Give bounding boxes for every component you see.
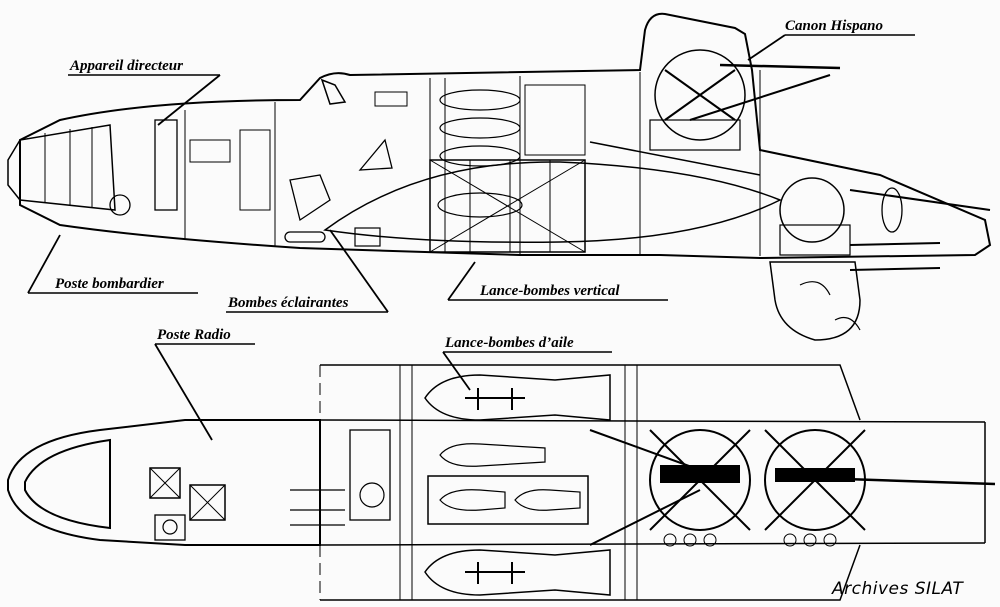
side-nose-glazing: [7, 124, 116, 211]
leader-bombes-eclairantes: [329, 229, 389, 313]
radio-box: [189, 484, 226, 521]
side-window: [374, 91, 408, 107]
side-wing-section: [323, 161, 782, 243]
leader-lance-bombes-vertical: [447, 261, 476, 301]
label-lance-bombes-aile: Lance-bombes d’aile: [444, 335, 574, 351]
leader-lance-bombes-aile: [442, 351, 471, 391]
leader-poste-bombardier: [27, 234, 61, 294]
label-poste-radio: Poste Radio: [157, 327, 231, 343]
ammo-5: [803, 533, 817, 547]
side-canopy: [320, 78, 347, 105]
side-view: [7, 12, 992, 341]
wing-bomb-top: [424, 374, 611, 421]
top-equipment-drum: [359, 482, 385, 508]
fuselage-bomb-1: [439, 443, 546, 467]
rack-brace-2: [429, 159, 586, 253]
tail-gun-1: [849, 189, 991, 211]
bombsight-housing: [154, 119, 178, 211]
side-bomb-1: [439, 89, 521, 111]
top-wing-upper: [320, 364, 861, 421]
label-poste-bombardier: Poste bombardier: [55, 276, 164, 292]
top-gun-barrel-1: [589, 429, 701, 471]
upper-turret-frame: [664, 69, 736, 121]
gondola-arrow-1: [799, 281, 831, 296]
side-panel-2: [189, 139, 231, 163]
side-crew-seat: [289, 174, 331, 222]
side-seat-back: [358, 138, 393, 171]
side-bomb-3: [439, 145, 521, 167]
upper-turret-ring: [654, 49, 746, 141]
fuselage-bomb-2: [439, 489, 506, 511]
ammo-4: [783, 533, 797, 547]
label-appareil-directeur: Appareil directeur: [69, 58, 183, 74]
radio-set: [149, 467, 181, 499]
top-fuselage-upper: [319, 419, 986, 423]
turret-1-guns: [660, 465, 740, 483]
top-fuselage-lower: [319, 542, 986, 546]
flare-rack: [354, 227, 381, 247]
wing-bomb-bottom: [424, 549, 611, 596]
side-panel-1: [239, 129, 271, 211]
top-gun-barrel-2: [589, 489, 701, 546]
ventral-gondola: [769, 261, 861, 341]
side-bomb-4: [437, 192, 523, 218]
top-turret-1: [649, 429, 751, 531]
hispano-cannon-barrel: [719, 63, 841, 70]
top-view: [7, 364, 996, 601]
side-bomb-2: [439, 117, 521, 139]
fuselage-bomb-3: [514, 489, 581, 511]
radio-set-x: [149, 467, 181, 499]
bombsight-dial: [109, 194, 131, 216]
side-bomb-bay-box: [524, 84, 586, 156]
radio-dial: [162, 519, 178, 535]
ventral-turret: [779, 177, 845, 243]
top-equipment-rack: [349, 429, 391, 521]
top-cannon-barrel: [814, 476, 996, 486]
turret-1-frame: [649, 429, 751, 531]
side-gun-strut: [589, 141, 761, 176]
upper-gun-barrel: [689, 74, 831, 121]
wing-bomb-bottom-fins: [465, 562, 525, 584]
flare-bomb: [284, 231, 326, 243]
turret-2-frame: [764, 429, 866, 531]
top-wing-lower: [320, 544, 861, 601]
ammo-6: [823, 533, 837, 547]
ventral-gun-1: [849, 267, 941, 271]
radio-box-x: [189, 484, 226, 521]
vertical-bomb-rack: [429, 159, 586, 253]
ammo-2: [683, 533, 697, 547]
leader-poste-radio: [154, 343, 213, 441]
callout-lines: [27, 34, 915, 441]
tail-gun-mount: [881, 187, 903, 233]
ammo-3: [703, 533, 717, 547]
gondola-arrow-2: [834, 317, 861, 331]
top-nose-glazing: [24, 438, 111, 530]
wing-bomb-top-fins: [465, 388, 525, 410]
leader-appareil-directeur: [157, 74, 221, 126]
label-lance-bombes-vertical: Lance-bombes vertical: [479, 283, 620, 299]
label-bombes-eclairantes: Bombes éclairantes: [227, 295, 349, 311]
upper-turret-base: [649, 119, 741, 151]
ammo-1: [663, 533, 677, 547]
label-canon-hispano: Canon Hispano: [785, 18, 883, 34]
fuselage-bomb-bay: [427, 475, 589, 525]
ventral-gun-2: [849, 242, 941, 246]
radio-seat: [154, 514, 186, 541]
ventral-turret-base: [779, 224, 851, 256]
leader-canon-hispano: [747, 34, 786, 61]
archive-credit: Archives SILAT: [831, 579, 964, 599]
